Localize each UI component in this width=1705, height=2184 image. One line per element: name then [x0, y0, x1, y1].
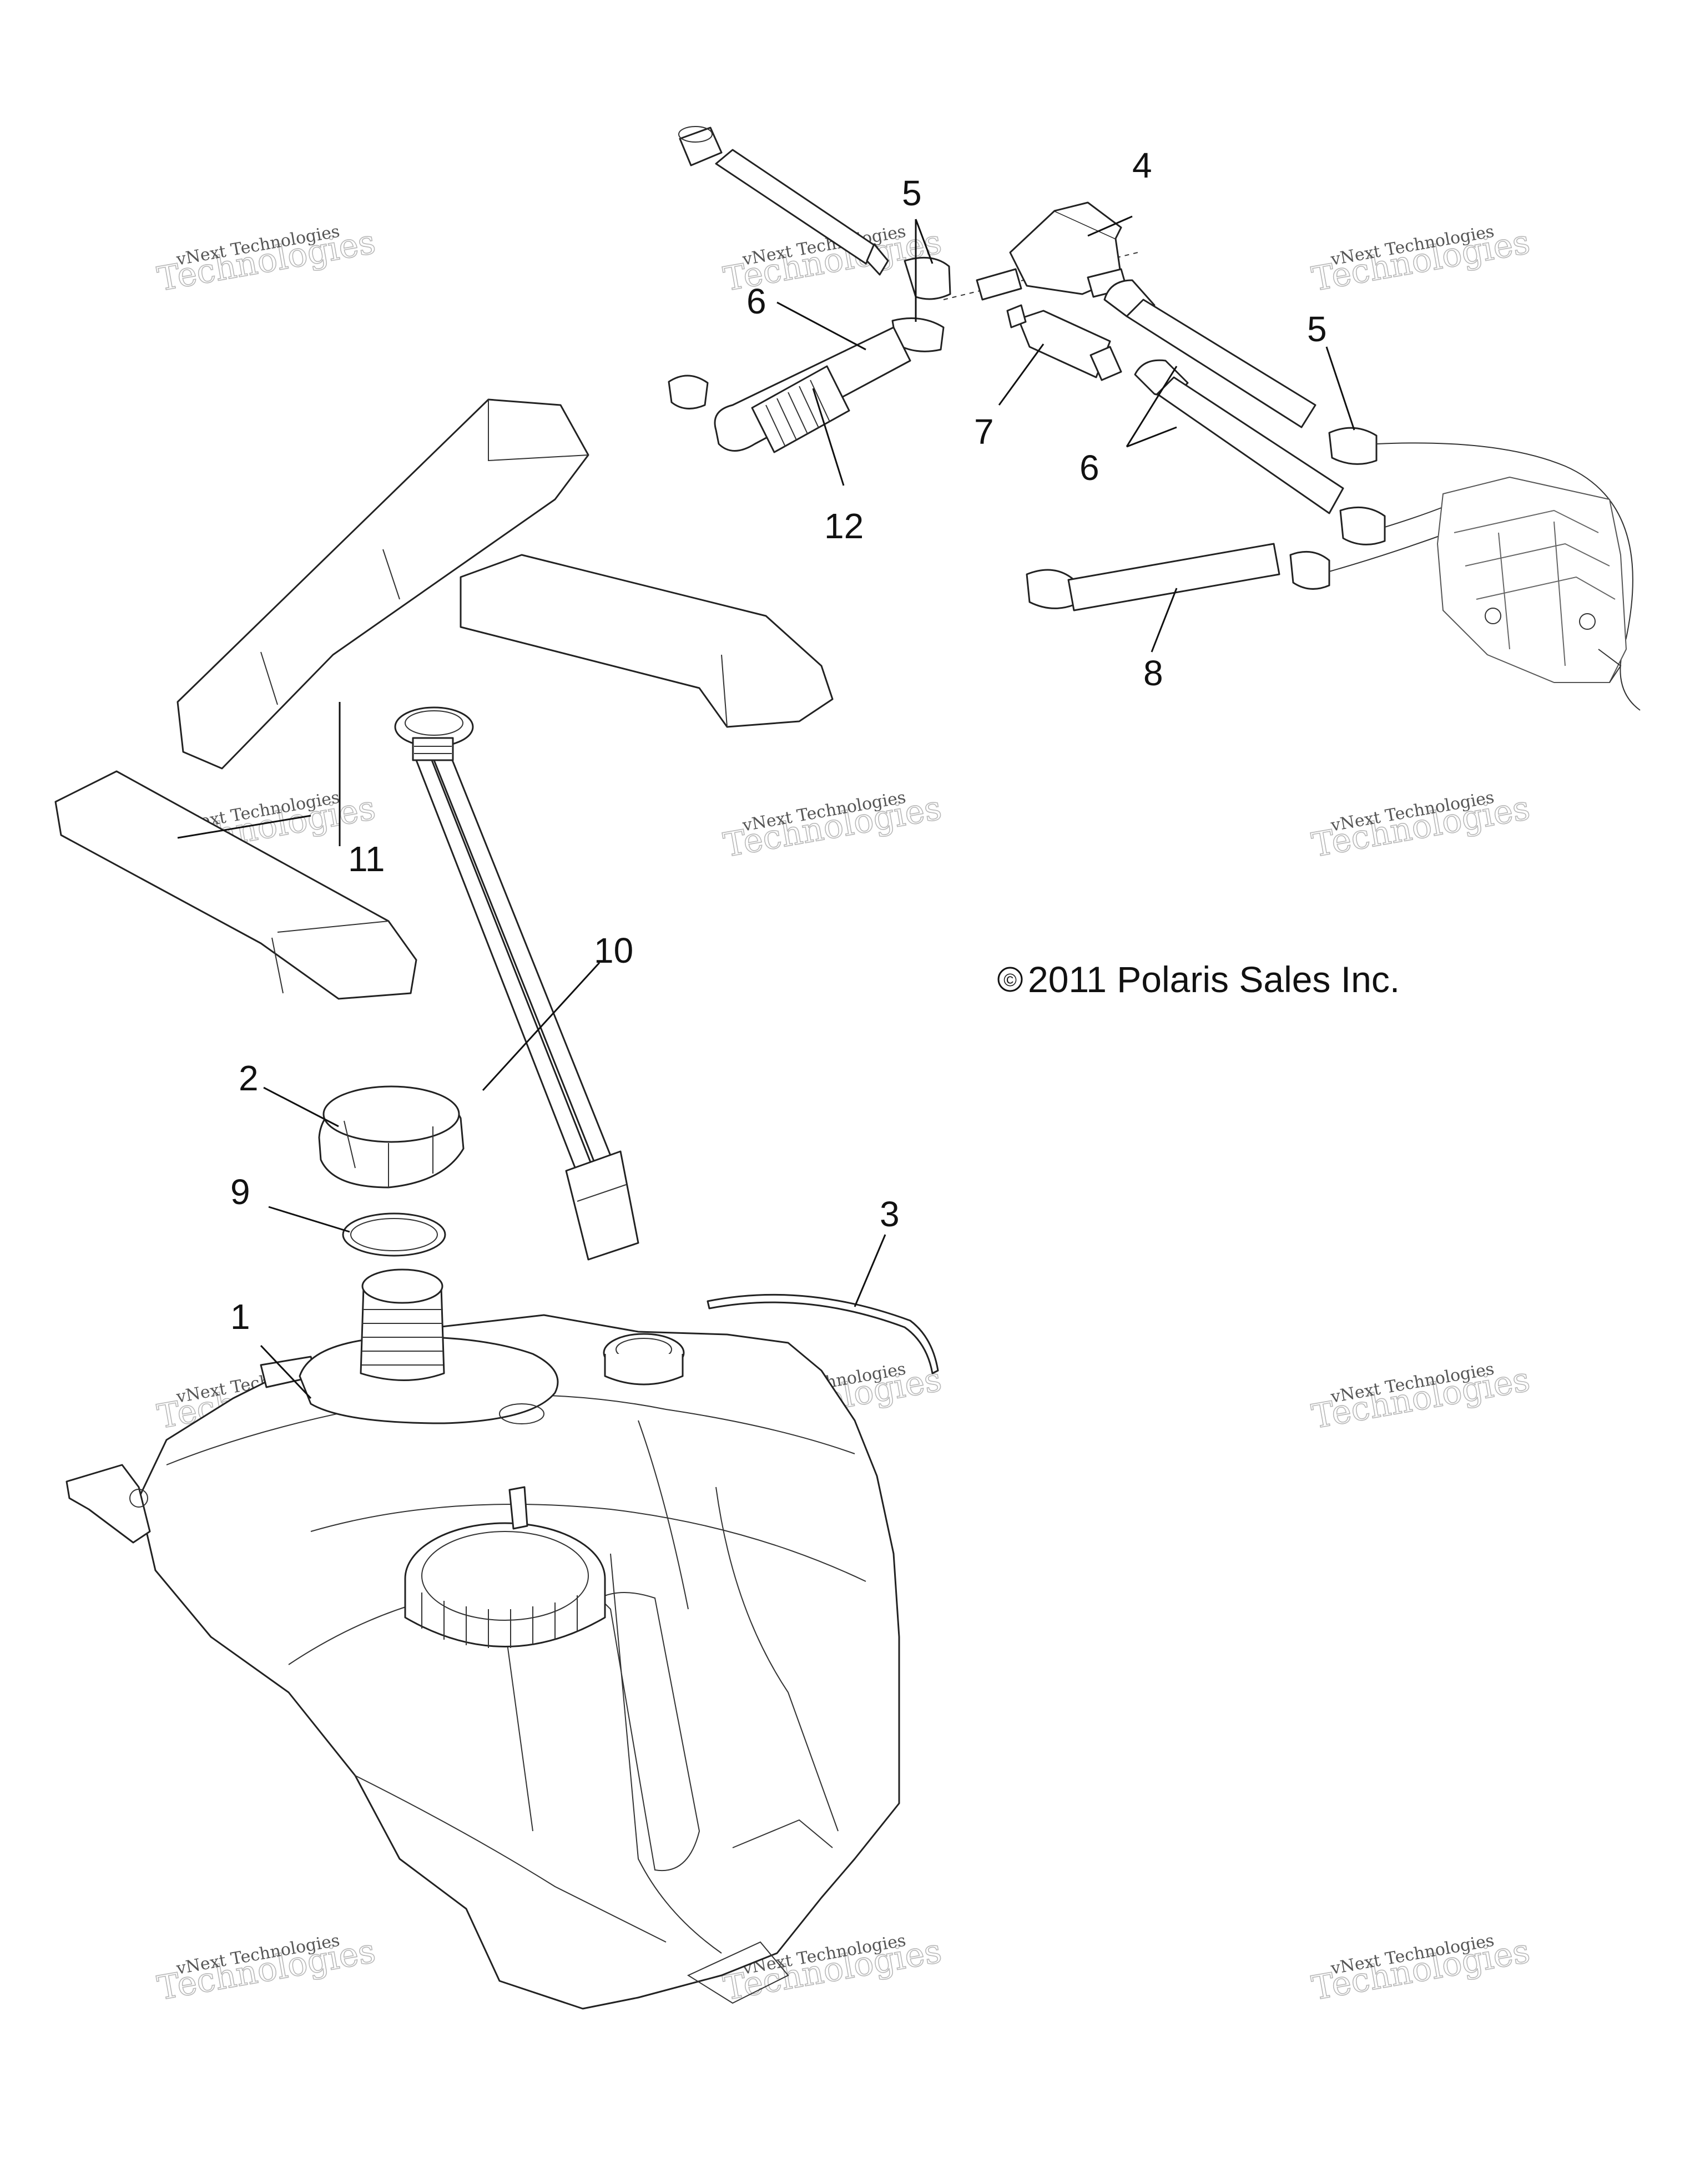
part-2-fuel-cap	[318, 1085, 465, 1189]
copyright-text: 2011 Polaris Sales Inc.	[1028, 959, 1400, 1000]
callout-label: 12	[824, 506, 864, 546]
part-3-vent-line	[707, 1293, 939, 1374]
callout-label: 5	[1307, 309, 1327, 349]
hose-assembly	[668, 126, 1641, 711]
part-9-o-ring	[342, 1212, 446, 1257]
callout-label: 8	[1143, 653, 1163, 693]
callout-label: 2	[239, 1058, 259, 1098]
copyright-circle-icon	[997, 967, 1023, 992]
callout-label: 11	[348, 839, 385, 879]
part-1-fuel-tank	[65, 1268, 900, 2010]
callout-label: 5	[902, 173, 922, 213]
callout-label: 9	[230, 1172, 250, 1212]
callout-label: 1	[230, 1297, 250, 1337]
part-11-foam-pads	[54, 398, 834, 1000]
copyright-notice: © 2011 Polaris Sales Inc.	[997, 959, 1400, 1000]
callout-label: 4	[1132, 145, 1152, 185]
callout-label: 6	[1080, 448, 1099, 488]
callout-labels: 1 2 3 4 5 5 6 6 7 8 9 10 11 12	[230, 145, 1327, 1337]
part-10-fuel-sender	[394, 706, 639, 1261]
callout-label: 7	[974, 412, 994, 452]
callout-label: 6	[746, 281, 766, 321]
leader-lines	[177, 215, 1355, 1399]
callout-label: 10	[594, 931, 633, 970]
callout-label: 3	[880, 1194, 900, 1234]
copyright-symbol-glyph: ©	[1003, 970, 1017, 990]
